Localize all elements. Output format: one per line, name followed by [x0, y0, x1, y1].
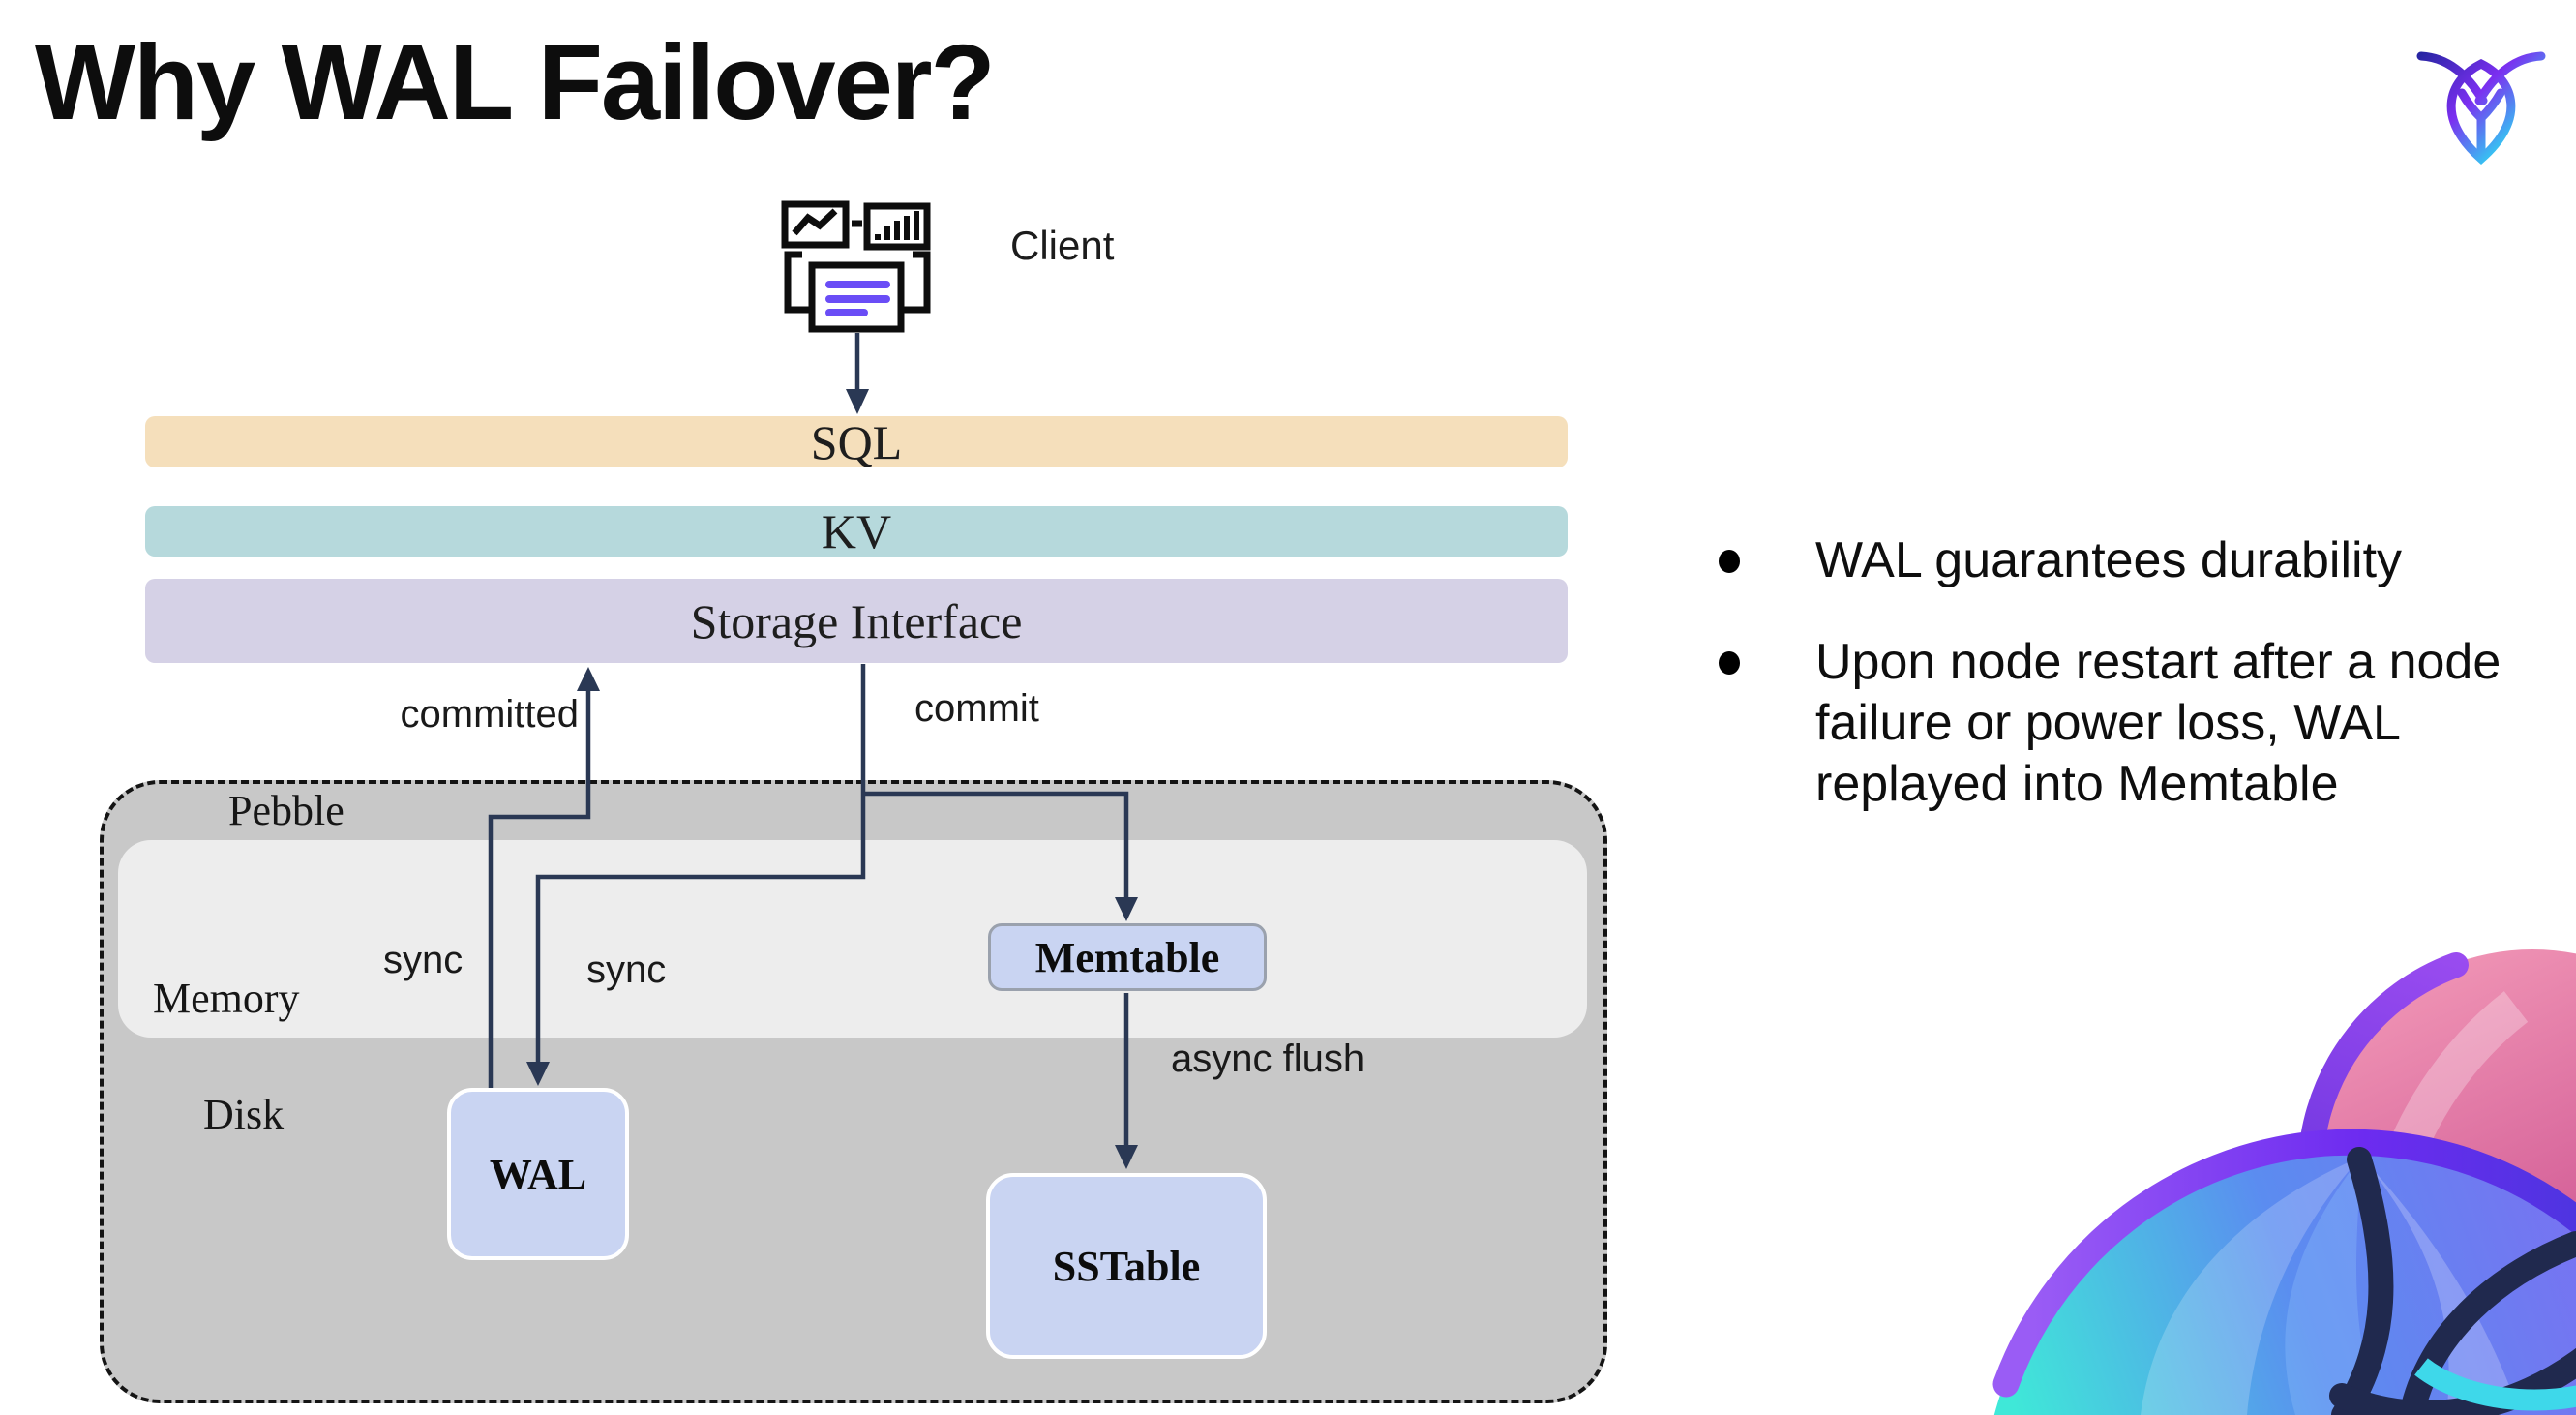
bullet-text: WAL guarantees durability	[1815, 532, 2403, 588]
commit-label: commit	[914, 687, 1039, 730]
bullet-list: WAL guarantees durability Upon node rest…	[1701, 530, 2501, 815]
memory-label: Memory	[153, 975, 300, 1022]
memory-band	[118, 840, 1587, 1038]
client-terminal-icon	[777, 192, 938, 339]
bullet-item: WAL guarantees durability	[1701, 530, 2512, 591]
bullet-dot	[1719, 550, 1740, 573]
memtable-box-label: Memtable	[1034, 933, 1220, 981]
client-label: Client	[1010, 223, 1115, 268]
layer-bar-storage: Storage Interface	[145, 579, 1568, 663]
layer-bar-sql-label: SQL	[810, 414, 903, 469]
sstable-box: SSTable	[986, 1173, 1267, 1359]
sstable-box-label: SSTable	[1052, 1242, 1201, 1290]
async-flush-label: async flush	[1171, 1038, 1365, 1080]
disk-label: Disk	[203, 1091, 285, 1138]
sync-label-left: sync	[383, 939, 464, 981]
cockroachdb-logo-icon	[2402, 25, 2561, 184]
layer-bar-storage-label: Storage Interface	[690, 593, 1023, 648]
cockroach-brand-art	[1974, 948, 2576, 1415]
wal-box-label: WAL	[489, 1150, 587, 1198]
layer-bar-sql: SQL	[145, 414, 1568, 469]
bullet-dot	[1719, 651, 1740, 675]
bullet-item: Upon node restart after a node failure o…	[1701, 632, 2512, 815]
pebble-label: Pebble	[228, 787, 344, 834]
wal-box: WAL	[447, 1088, 629, 1260]
sync-label-right: sync	[586, 948, 667, 991]
memtable-box: Memtable	[988, 923, 1267, 991]
committed-label: committed	[400, 693, 580, 736]
slide-title: Why WAL Failover?	[35, 23, 996, 142]
layer-bar-kv: KV	[145, 504, 1568, 558]
bullet-text: Upon node restart after a node failure o…	[1815, 634, 2501, 812]
layer-bar-kv-label: KV	[821, 504, 892, 558]
